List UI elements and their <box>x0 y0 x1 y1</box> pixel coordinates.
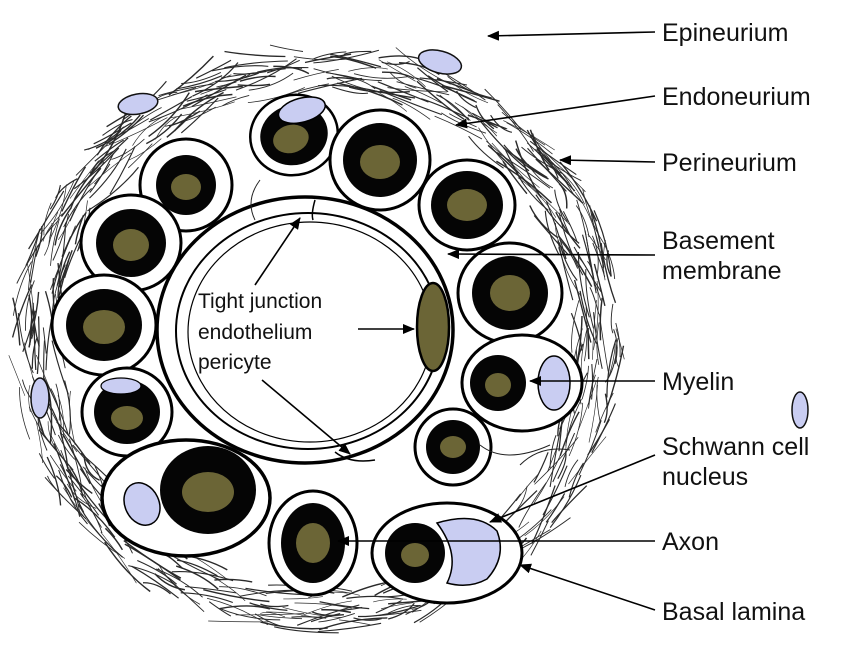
fiber-strand <box>565 460 578 487</box>
fiber-strand <box>588 328 589 359</box>
fiber-strand <box>597 377 601 423</box>
label-endoneurium: Endoneurium <box>662 83 811 111</box>
fiber-strand <box>260 604 288 606</box>
axon-fiber <box>462 335 582 431</box>
fiber-strand <box>9 355 25 396</box>
label-schwann-line2: nucleus <box>662 463 748 491</box>
fiber-strand <box>238 84 270 85</box>
fiber-strand <box>207 598 268 625</box>
fiber-strand <box>176 76 222 89</box>
label-endothelium: endothelium <box>198 321 312 344</box>
label-perineurium: Perineurium <box>662 149 797 177</box>
label-schwann-line1: Schwann cell <box>662 433 809 461</box>
fiber-strand <box>516 474 539 501</box>
label-basal-lamina: Basal lamina <box>662 598 805 626</box>
fiber-strand <box>47 457 60 505</box>
fiber-strand <box>270 45 303 51</box>
label-axon: Axon <box>662 528 719 556</box>
axon-fiber <box>419 160 515 250</box>
axon-fiber <box>330 110 430 210</box>
fiber-strand <box>379 56 421 59</box>
fiber-strand <box>348 68 388 72</box>
axon-fiber <box>102 440 270 556</box>
fiber-strand <box>209 602 231 616</box>
label-pericyte: pericyte <box>198 351 272 374</box>
axon-fiber <box>415 409 491 485</box>
fiber-strand <box>354 74 408 79</box>
fiber-strand <box>518 518 570 550</box>
fiber-strand <box>572 300 579 352</box>
fiber-strand <box>507 123 553 155</box>
axon-fiber <box>458 243 562 343</box>
fiber-strand <box>435 116 482 139</box>
fiber-strand <box>274 627 339 633</box>
fiber-strand <box>579 420 601 475</box>
fiber-strand <box>283 597 323 599</box>
fiber-strand <box>592 404 616 453</box>
fiber-strand <box>330 56 376 68</box>
pericyte-nucleus <box>417 283 449 371</box>
fiber-strand <box>39 453 54 478</box>
fiber-strand <box>527 143 581 181</box>
label-myelin: Myelin <box>662 368 734 396</box>
label-basement-line2: membrane <box>662 257 782 285</box>
fiber-strand <box>133 116 164 146</box>
fiber-strand <box>535 437 579 484</box>
fiber-strand <box>552 486 587 523</box>
axon-fiber <box>52 275 156 375</box>
label-tight-junction: Tight junction <box>198 290 322 313</box>
fiber-strand <box>29 191 64 249</box>
axon-fiber <box>269 491 357 595</box>
fiber-strand <box>261 622 328 629</box>
fiber-strand <box>13 298 20 346</box>
fiber-strand <box>208 621 268 622</box>
fiber-strand <box>472 113 507 129</box>
fiber-strand <box>563 211 577 242</box>
labels: Epineurium Endoneurium Perineurium Basem… <box>662 19 811 626</box>
label-epineurium: Epineurium <box>662 19 788 47</box>
fiber-strand <box>159 565 201 605</box>
label-basement-line1: Basement <box>662 227 775 255</box>
fiber-strand <box>225 52 286 57</box>
fiber-strand <box>62 167 86 212</box>
fiber-strand <box>17 227 52 284</box>
fiber-strand <box>611 304 613 333</box>
